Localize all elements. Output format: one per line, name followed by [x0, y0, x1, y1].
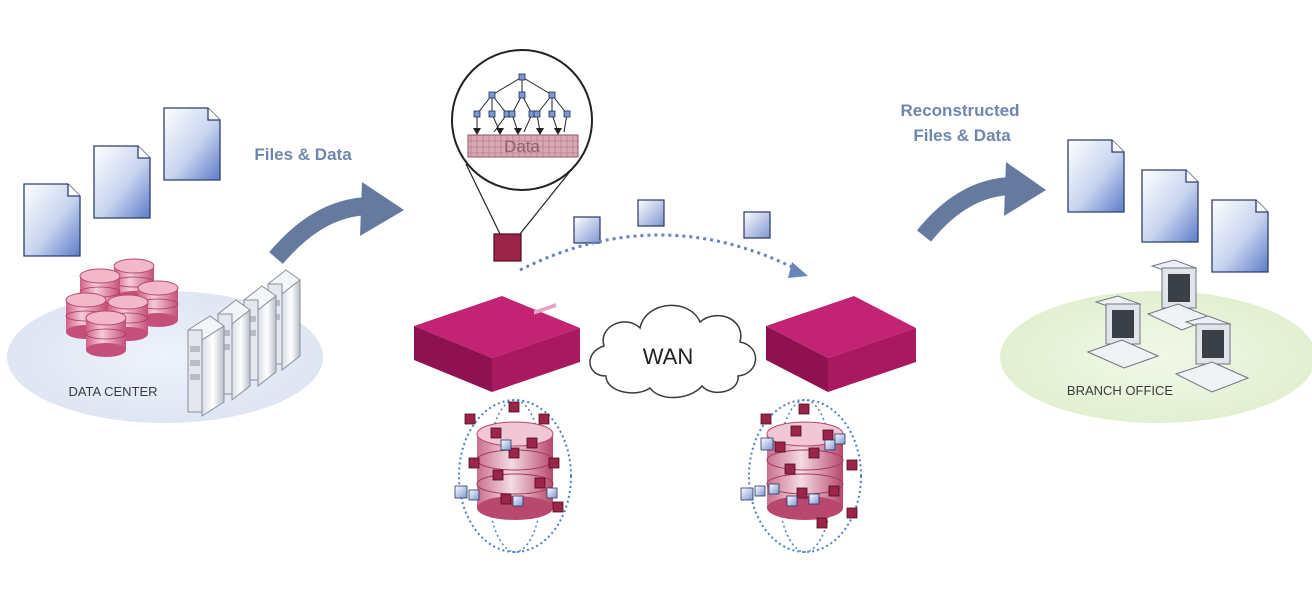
desktop-computer-icon [1174, 315, 1250, 393]
chunk-blue [743, 211, 771, 239]
chunk-selected [493, 233, 522, 262]
cloud-icon: WAN [589, 304, 757, 399]
desktop-computer-icon [1086, 295, 1160, 369]
reconstructed-label-line2: Files & Data [913, 126, 1011, 145]
data-center-label: DATA CENTER [68, 384, 157, 399]
zoom-data-label: Data [504, 137, 540, 156]
wan-appliance-icon [414, 296, 580, 392]
wan-label: WAN [643, 344, 694, 369]
document-icon [163, 107, 221, 181]
flow-arrow-right [916, 162, 1046, 242]
byte-cache-icon [454, 399, 572, 553]
byte-cache-icon [740, 399, 862, 553]
branch-office-label: BRANCH OFFICE [1067, 383, 1174, 398]
document-icon [1211, 199, 1269, 273]
transfer-arc [519, 233, 808, 278]
flow-arrow-left [269, 182, 404, 264]
data-center-group: DATA CENTER [7, 107, 323, 423]
database-icon [65, 258, 179, 357]
document-icon [23, 183, 81, 257]
document-icon [93, 145, 151, 219]
chunk-blue [637, 199, 665, 227]
document-icon [1067, 139, 1125, 213]
tree-icon [473, 73, 571, 135]
wan-appliance-icon [766, 296, 916, 392]
data-bar [467, 134, 579, 158]
reconstructed-label-line1: Reconstructed [900, 101, 1019, 120]
chunk-blue [573, 216, 601, 244]
files-data-label: Files & Data [254, 145, 352, 164]
document-icon [1141, 169, 1199, 243]
server-rack-icon [187, 269, 301, 417]
dedup-zoom-callout: Data [451, 49, 593, 262]
branch-office-group: BRANCH OFFICE [1000, 139, 1312, 423]
